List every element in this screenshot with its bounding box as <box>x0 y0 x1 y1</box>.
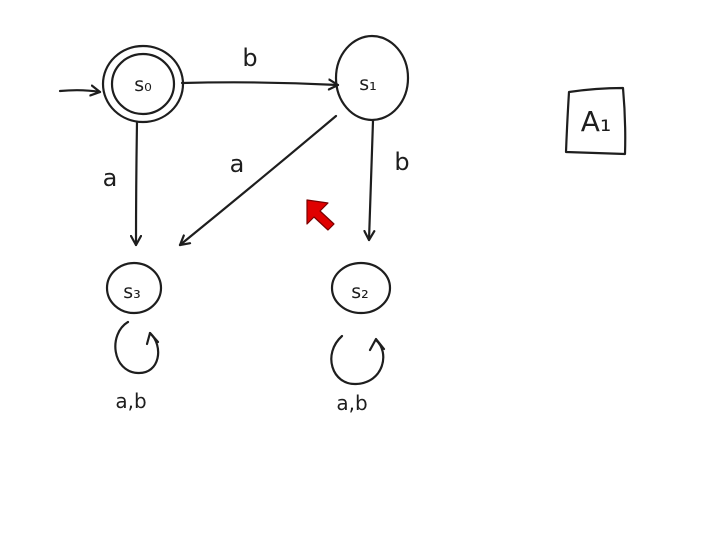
self-loop-s3-arc <box>114 320 160 375</box>
transition-s1-s3-label: a <box>230 150 245 178</box>
self-loop-s3: a,b <box>114 320 160 413</box>
state-s0: s₀ <box>101 44 185 124</box>
transition-s0-s1-label: b <box>242 44 257 72</box>
self-loop-s3-arrowhead <box>145 331 160 346</box>
transition-s0-s1: b <box>180 44 340 85</box>
start-arrow <box>58 90 102 92</box>
transition-s1-s2-arrow <box>369 119 373 242</box>
transition-s1-s3: a <box>178 114 338 247</box>
automaton-tag: A₁ <box>564 86 627 156</box>
self-loop-s2: a,b <box>330 334 386 415</box>
state-s3: s₃ <box>105 261 163 315</box>
self-loop-s3-label: a,b <box>115 389 146 413</box>
state-s3-label: s₃ <box>123 281 141 303</box>
state-s1-label: s₁ <box>359 73 377 95</box>
transition-s1-s3-arrow <box>178 114 338 247</box>
state-s1: s₁ <box>334 34 410 122</box>
state-s3-circle <box>105 261 163 315</box>
self-loop-s2-label: a,b <box>336 391 367 415</box>
self-loop-s2-arrowhead <box>368 337 386 352</box>
automaton-tag-box <box>564 86 627 156</box>
transition-s1-s2-label: b <box>394 148 409 176</box>
state-s2-label: s₂ <box>351 281 369 303</box>
red-arrow-cursor-icon <box>306 199 335 231</box>
transition-s0-s3: a <box>103 120 137 247</box>
state-s0-label: s₀ <box>134 74 152 96</box>
state-s2-circle <box>330 261 392 315</box>
transition-s1-s2: b <box>369 119 410 242</box>
automaton-tag-label: A₁ <box>581 105 611 138</box>
transition-s0-s3-arrow <box>136 120 137 247</box>
state-s1-circle <box>334 34 410 122</box>
state-s2: s₂ <box>330 261 392 315</box>
transition-s0-s1-arrow <box>180 82 340 85</box>
transition-s0-s3-label: a <box>103 164 118 192</box>
self-loop-s2-arc <box>330 334 385 386</box>
state-s0-inner-circle <box>110 52 176 116</box>
